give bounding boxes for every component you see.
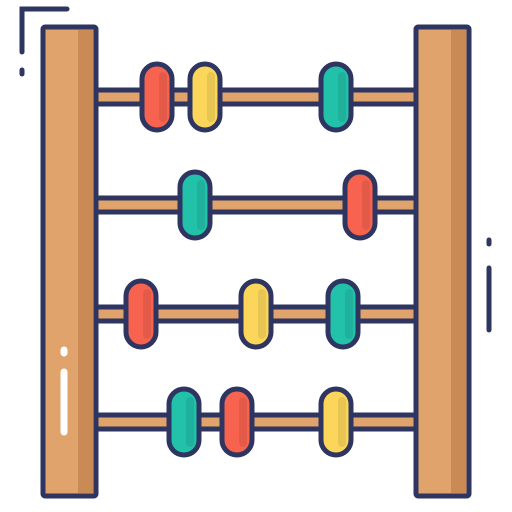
abacus-bead-teal <box>325 278 361 350</box>
right-frame-post <box>413 24 472 499</box>
abacus-bead-red <box>139 61 175 133</box>
abacus-bead-yellow <box>187 61 223 133</box>
abacus-bead-yellow <box>318 386 354 458</box>
corner-decoration <box>19 6 492 333</box>
abacus-bead-red <box>123 278 159 350</box>
abacus-bead-teal <box>177 169 213 241</box>
abacus-bead-red <box>342 169 378 241</box>
abacus-bead-teal <box>318 61 354 133</box>
abacus-rod <box>89 412 423 432</box>
corner-bracket <box>19 6 70 55</box>
abacus-bead-red <box>219 386 255 458</box>
abacus-bead-teal <box>166 386 202 458</box>
rods <box>89 87 423 432</box>
left-frame-post <box>40 24 99 499</box>
beads <box>123 61 378 458</box>
abacus-bead-yellow <box>238 278 274 350</box>
